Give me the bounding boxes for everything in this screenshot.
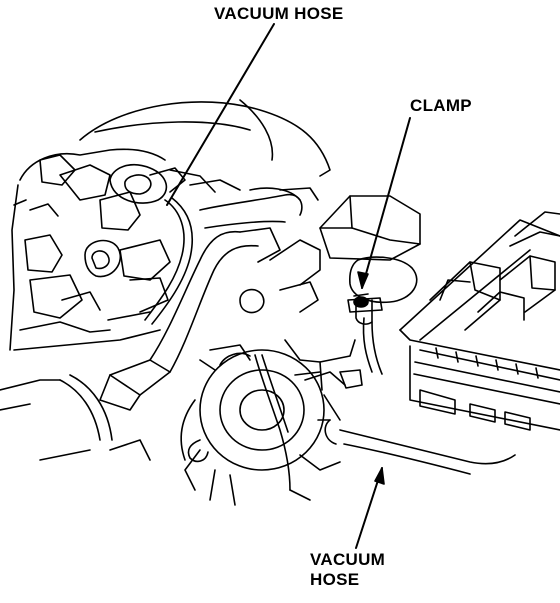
vacuum-hose-bottom-line2: HOSE (310, 570, 360, 589)
vacuum-hose-upper (144, 197, 194, 325)
clamp-part (353, 293, 369, 308)
vacuum-hose-top-label: VACUUM HOSE (214, 4, 344, 23)
intake-tube (99, 187, 319, 411)
air-intake-dome (79, 99, 331, 177)
callout-leaders (166, 23, 411, 549)
vacuum-hose-bottom-label: VACUUM HOSE (310, 550, 385, 590)
relay-box (399, 211, 560, 431)
reservoir (319, 195, 421, 375)
clamp-label: CLAMP (410, 96, 472, 115)
throttle-body (109, 164, 241, 204)
lower-hoses (0, 374, 151, 461)
bracket-assembly (239, 239, 363, 391)
vacuum-hose-bottom-line1: VACUUM (310, 550, 386, 569)
vacuum-hose-lower (289, 394, 516, 501)
engine-block (9, 148, 171, 351)
wiring-harness (180, 344, 291, 491)
strut-tower (184, 349, 346, 506)
